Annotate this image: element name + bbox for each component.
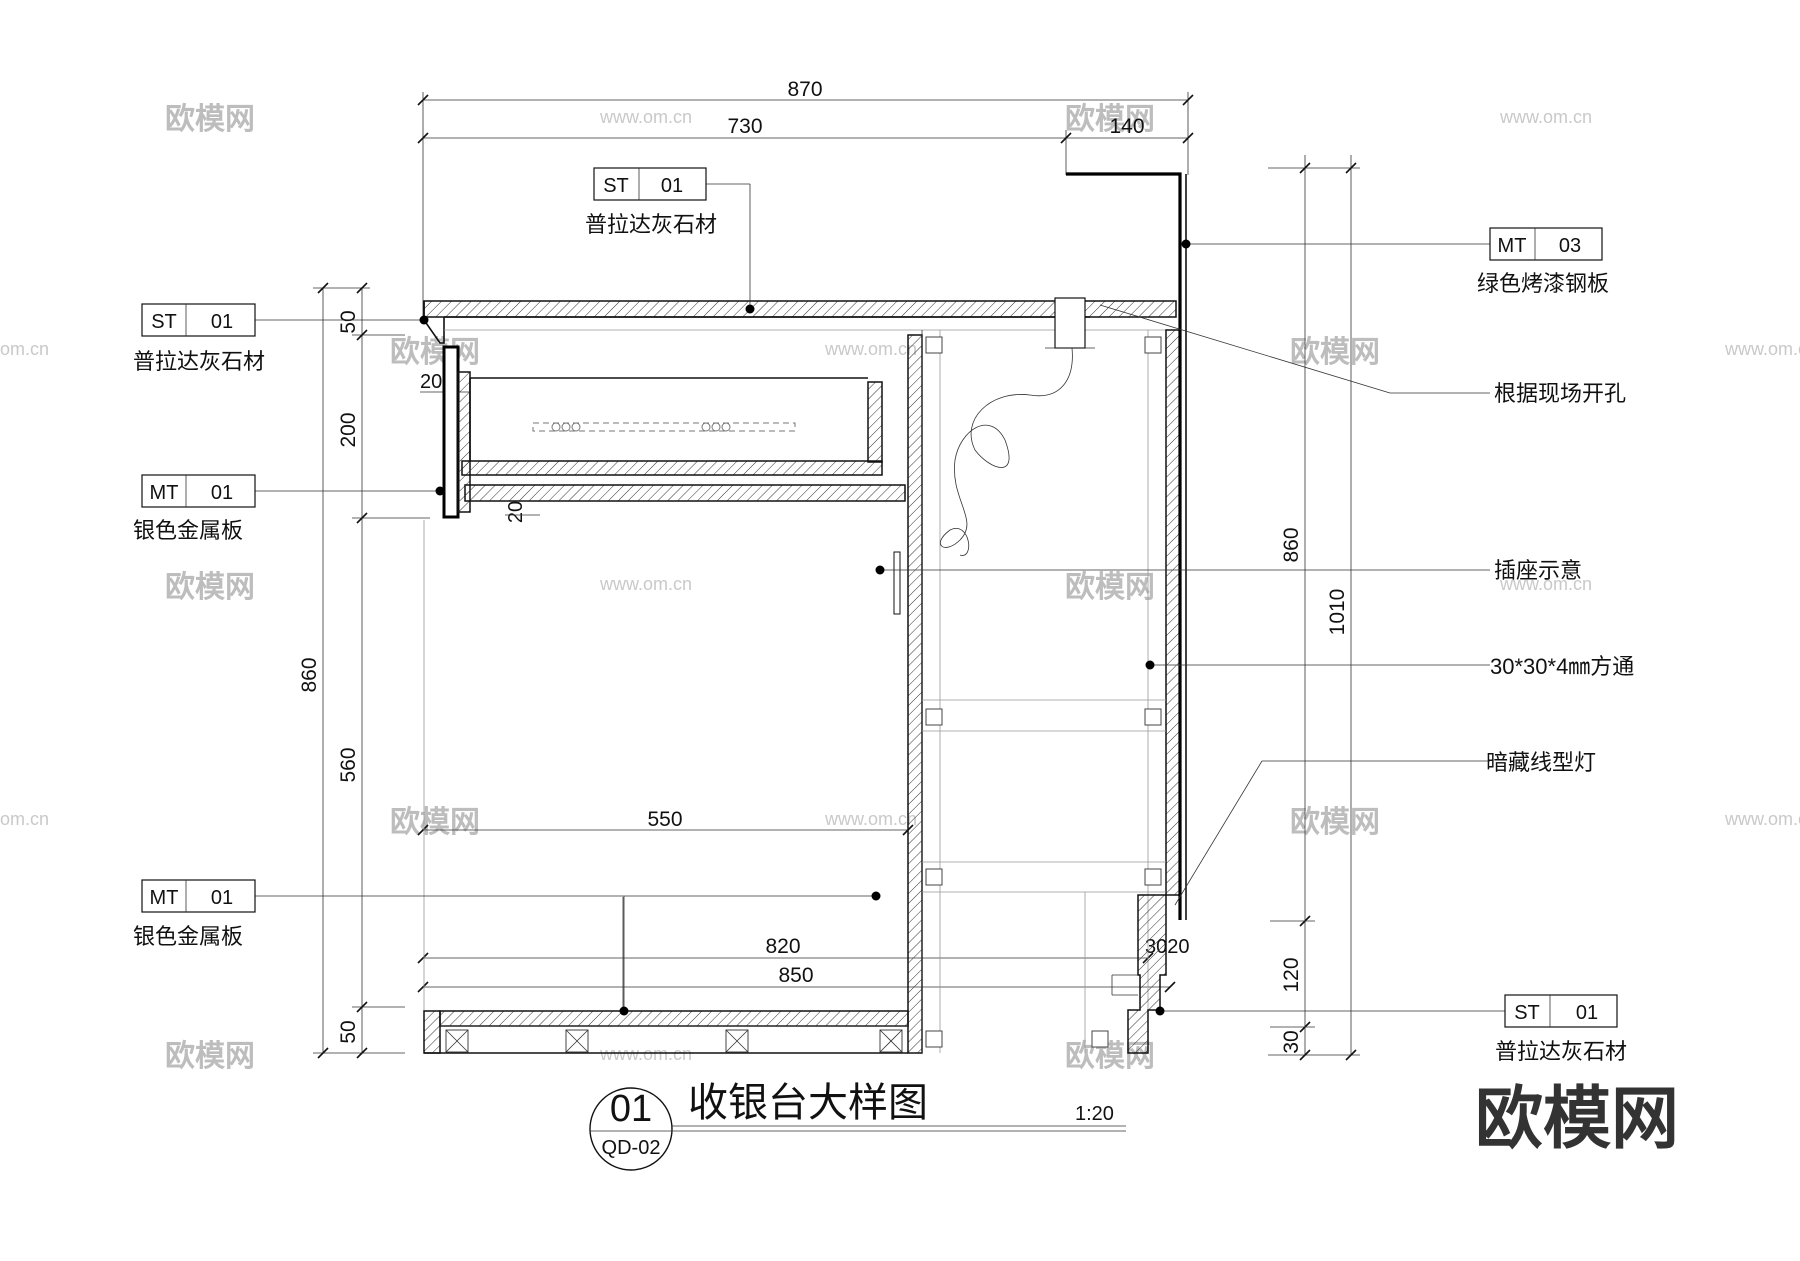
watermark: 欧模网 [165, 102, 255, 137]
watermark: www.om.cn [1499, 574, 1592, 594]
watermark: om.cn [0, 809, 49, 829]
watermark: www.om.cn [824, 339, 917, 359]
silver-panel-top [442, 345, 460, 519]
watermark: www.om.cn [1724, 339, 1800, 359]
tag-label: 普拉达灰石材 [585, 212, 717, 237]
watermark: om.cn [0, 339, 49, 359]
title-block: 01 QD-02 收银台大样图 1:20 [589, 1081, 1126, 1171]
tag-code: MT [150, 887, 179, 909]
note-hole: 根据现场开孔 [1494, 381, 1626, 406]
cabinet-section [423, 172, 1187, 1054]
dim-730: 730 [727, 115, 762, 138]
watermark: www.om.cn [599, 1044, 692, 1064]
watermark: www.om.cn [599, 574, 692, 594]
detail-number: 01 [610, 1088, 652, 1130]
watermark: www.om.cn [1724, 809, 1800, 829]
tag-code: ST [1514, 1002, 1540, 1024]
watermark: 欧模网 [390, 805, 480, 840]
dim-50-bottom: 50 [337, 1020, 360, 1043]
grommet-hole [1054, 297, 1086, 349]
base-stone [439, 1010, 909, 1027]
shelf [464, 484, 906, 502]
tag-code: MT [150, 482, 179, 504]
cable-scribble [939, 347, 1073, 556]
right-dimensions: 860 120 30 1010 [1268, 155, 1360, 1061]
dim-850: 850 [778, 964, 813, 987]
drawing-title: 收银台大样图 [688, 1081, 928, 1125]
tag-label: 银色金属板 [133, 518, 243, 543]
dim-50-top: 50 [337, 310, 360, 333]
watermark: 欧模网 [165, 570, 255, 605]
watermark: www.om.cn [599, 107, 692, 127]
tag-number: 03 [1559, 235, 1581, 257]
leaders [255, 183, 1505, 1016]
tag-code: ST [151, 311, 177, 333]
tag-number: 01 [211, 887, 233, 909]
tag-top: ST 01 普拉达灰石材 [585, 167, 717, 237]
drawer-back [867, 381, 883, 463]
dim-20-mid: 20 [505, 501, 527, 523]
tag-left-top: ST 01 普拉达灰石材 [133, 303, 265, 374]
dim-560: 560 [337, 747, 360, 782]
watermark: www.om.cn [1499, 107, 1592, 127]
dim-550: 550 [647, 808, 682, 831]
watermark: 欧模网 [1290, 335, 1380, 370]
note-hidden-light: 暗藏线型灯 [1486, 750, 1596, 775]
dim-20-left: 20 [420, 371, 442, 393]
drawing-scale: 1:20 [1075, 1103, 1114, 1125]
detail-bubble [589, 1087, 673, 1171]
drawer-bottom [461, 460, 883, 476]
tag-right-top: MT 03 绿色烤漆钢板 [1477, 227, 1609, 296]
tag-label: 普拉达灰石材 [133, 349, 265, 374]
green-steel-plate [1066, 172, 1182, 920]
dim-820: 820 [765, 935, 800, 958]
dim-30-right: 30 [1280, 1030, 1303, 1053]
vertical-partition [907, 334, 923, 1054]
dim-860-left: 860 [298, 657, 321, 692]
socket-box [893, 551, 901, 615]
top-dimensions: 870 730 140 [417, 78, 1194, 320]
watermark: 欧模网 [165, 1039, 255, 1074]
sheet-number: QD-02 [602, 1137, 661, 1159]
tag-label: 绿色烤漆钢板 [1477, 271, 1609, 296]
tag-right-bottom: ST 01 普拉达灰石材 [1495, 994, 1627, 1064]
tag-number: 01 [211, 311, 233, 333]
watermark: www.om.cn [824, 809, 917, 829]
watermark: 欧模网 [1065, 570, 1155, 605]
tag-label: 银色金属板 [133, 924, 243, 949]
tag-number: 01 [1576, 1002, 1598, 1024]
dim-860-right: 860 [1280, 527, 1303, 562]
dim-1010: 1010 [1326, 589, 1349, 636]
watermark-brand-large: 欧模网 [1475, 1080, 1679, 1159]
tag-number: 01 [211, 482, 233, 504]
dim-140: 140 [1109, 115, 1144, 138]
plinth-stone [1127, 894, 1167, 1054]
dim-120: 120 [1280, 957, 1303, 992]
drawer-handle [532, 422, 796, 432]
tag-left-bottom: MT 01 银色金属板 [133, 879, 256, 949]
watermark: 欧模网 [1290, 805, 1380, 840]
square-tubes [925, 336, 1162, 1048]
watermark: 欧模网 [390, 335, 480, 370]
tag-label: 普拉达灰石材 [1495, 1039, 1627, 1064]
left-dimensions: 860 50 200 560 50 20 20 [298, 282, 540, 1059]
tag-number: 01 [661, 175, 683, 197]
dim-870: 870 [787, 78, 822, 101]
note-socket: 插座示意 [1494, 558, 1582, 583]
tag-code: ST [603, 175, 629, 197]
base-blocks [445, 1029, 903, 1053]
dim-200: 200 [337, 412, 360, 447]
note-square-tube: 30*30*4㎜方通 [1490, 654, 1634, 679]
tag-left-mid: MT 01 银色金属板 [133, 474, 256, 543]
tag-code: MT [1498, 235, 1527, 257]
right-frame-wall [1165, 329, 1181, 896]
watermark: 欧模网 [1065, 102, 1155, 137]
base-front [423, 1010, 441, 1054]
bottom-dimensions: 550 820 850 3020 [417, 808, 1190, 993]
